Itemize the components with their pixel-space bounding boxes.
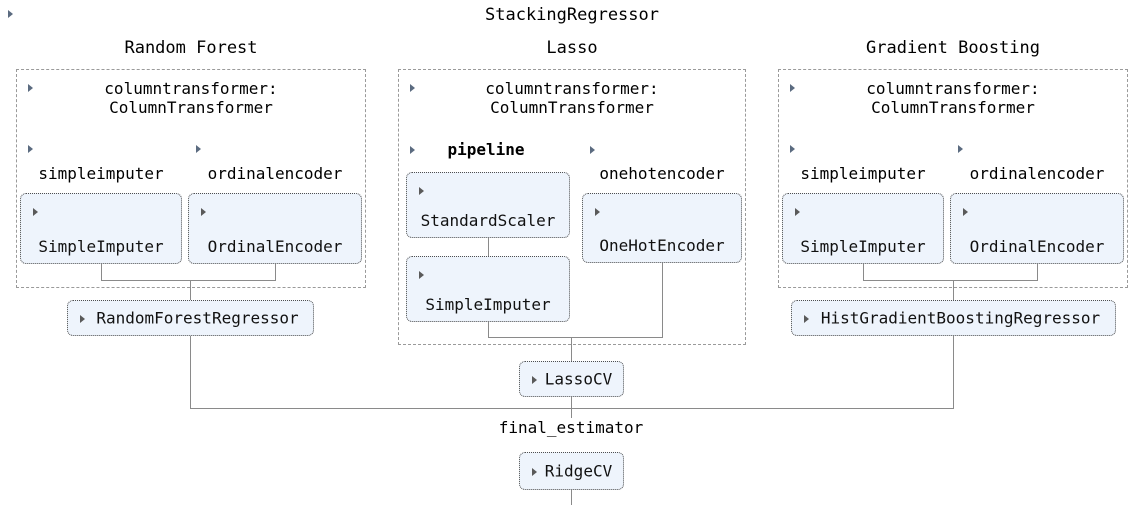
root-toggle-triangle-icon[interactable] xyxy=(8,10,13,18)
connector-lasso-merge-to-regressor xyxy=(571,337,572,361)
estimator-label-lasso-simpleimputer: SimpleImputer xyxy=(425,295,551,314)
estimator-toggle-triangle-icon-randomforestregressor[interactable] xyxy=(80,315,85,323)
estimator-box-rf-simpleimputer[interactable]: SimpleImputer xyxy=(20,193,182,264)
estimator-label-randomforestregressor: RandomForestRegressor xyxy=(96,308,299,328)
connector-histgb-to-final xyxy=(953,336,954,409)
step-label-gb-simpleimputer: simpleimputer xyxy=(800,164,926,183)
estimator-box-histgradientboostingregressor[interactable]: HistGradientBoostingRegressor xyxy=(791,300,1116,336)
step-toggle-triangle-icon-gb-simpleimputer[interactable] xyxy=(790,145,795,153)
columntransformer-label-lasso: columntransformer: ColumnTransformer xyxy=(485,79,659,117)
connector-gb-merge-horizontal xyxy=(863,280,1038,281)
estimator-label-ridgecv: RidgeCV xyxy=(544,461,613,481)
estimator-box-lasso-onehotencoder[interactable]: OneHotEncoder xyxy=(582,193,742,263)
column-title-gradient-boosting: Gradient Boosting xyxy=(866,38,1040,58)
connector-rf-ordinalencoder-down xyxy=(275,264,276,280)
estimator-label-histgradientboostingregressor: HistGradientBoostingRegressor xyxy=(820,308,1101,328)
connector-lasso-onehotencoder-down xyxy=(662,263,663,337)
root-title: StackingRegressor xyxy=(485,5,659,25)
step-toggle-triangle-icon-rf-ordinalencoder[interactable] xyxy=(196,145,201,153)
step-label-lasso-onehotencoder: onehotencoder xyxy=(599,164,725,183)
connector-lasso-merge-horizontal xyxy=(488,337,663,338)
column-title-random-forest: Random Forest xyxy=(124,38,258,58)
connector-rf-simpleimputer-down xyxy=(101,264,102,280)
step-label-rf-simpleimputer: simpleimputer xyxy=(38,164,164,183)
estimator-toggle-triangle-icon-rf-simpleimputer[interactable] xyxy=(33,208,38,216)
estimator-box-lasso-simpleimputer[interactable]: SimpleImputer xyxy=(406,256,570,322)
columntransformer-toggle-triangle-icon-gradient-boosting[interactable] xyxy=(790,84,795,92)
estimator-box-randomforestregressor[interactable]: RandomForestRegressor xyxy=(67,300,314,336)
connector-lasso-pipeline-down xyxy=(488,322,489,337)
connector-rf-merge-to-regressor xyxy=(190,280,191,300)
columntransformer-container-random-forest xyxy=(16,69,366,288)
column-title-lasso: Lasso xyxy=(546,38,598,58)
step-label-rf-ordinalencoder: ordinalencoder xyxy=(207,164,343,183)
estimator-box-gb-ordinalencoder[interactable]: OrdinalEncoder xyxy=(950,193,1124,264)
columntransformer-label-random-forest: columntransformer: ColumnTransformer xyxy=(104,79,278,117)
step-toggle-triangle-icon-gb-ordinalencoder[interactable] xyxy=(958,145,963,153)
columntransformer-container-lasso xyxy=(398,69,746,345)
estimator-toggle-triangle-icon-lasso-standardscaler[interactable] xyxy=(419,187,424,195)
estimator-box-rf-ordinalencoder[interactable]: OrdinalEncoder xyxy=(188,193,362,264)
connector-randomforest-to-final xyxy=(190,336,191,409)
step-label-gb-ordinalencoder: ordinalencoder xyxy=(969,164,1105,183)
estimator-toggle-triangle-icon-lasso-simpleimputer[interactable] xyxy=(419,271,424,279)
estimator-toggle-triangle-icon-gb-simpleimputer[interactable] xyxy=(795,208,800,216)
estimator-toggle-triangle-icon-histgradientboostingregressor[interactable] xyxy=(804,315,809,323)
estimator-label-lassocv: LassoCV xyxy=(544,369,613,389)
estimator-toggle-triangle-icon-rf-ordinalencoder[interactable] xyxy=(201,208,206,216)
columntransformer-toggle-triangle-icon-random-forest[interactable] xyxy=(28,84,33,92)
estimator-label-lasso-onehotencoder: OneHotEncoder xyxy=(599,236,725,255)
estimator-toggle-triangle-icon-gb-ordinalencoder[interactable] xyxy=(963,208,968,216)
final-estimator-label: final_estimator xyxy=(498,418,644,437)
step-label-lasso-pipeline: pipeline xyxy=(447,140,525,159)
connector-stack-merge-horizontal xyxy=(190,408,954,409)
estimator-box-gb-simpleimputer[interactable]: SimpleImputer xyxy=(782,193,944,264)
estimator-toggle-triangle-icon-lassocv[interactable] xyxy=(532,376,537,384)
estimator-label-lasso-standardscaler: StandardScaler xyxy=(420,211,556,230)
step-toggle-triangle-icon-rf-simpleimputer[interactable] xyxy=(28,145,33,153)
connector-gb-ordinalencoder-down xyxy=(1037,264,1038,280)
connector-rf-merge-horizontal xyxy=(101,280,276,281)
connector-stack-to-final-estimator xyxy=(571,397,572,418)
estimator-label-gb-simpleimputer: SimpleImputer xyxy=(800,237,926,256)
connector-gb-merge-to-regressor xyxy=(953,280,954,300)
step-toggle-triangle-icon-lasso-onehotencoder[interactable] xyxy=(590,146,595,154)
columntransformer-toggle-triangle-icon-lasso[interactable] xyxy=(410,84,415,92)
estimator-toggle-triangle-icon-ridgecv[interactable] xyxy=(532,468,537,476)
estimator-box-lassocv[interactable]: LassoCV xyxy=(519,361,624,397)
columntransformer-label-gradient-boosting: columntransformer: ColumnTransformer xyxy=(866,79,1040,117)
connector-lasso-standardscaler-to-simpleimputer xyxy=(488,238,489,256)
estimator-label-rf-simpleimputer: SimpleImputer xyxy=(38,237,164,256)
estimator-label-rf-ordinalencoder: OrdinalEncoder xyxy=(207,237,343,256)
estimator-box-ridgecv[interactable]: RidgeCV xyxy=(519,452,624,490)
step-toggle-triangle-icon-lasso-pipeline[interactable] xyxy=(410,146,415,154)
connector-gb-simpleimputer-down xyxy=(863,264,864,280)
estimator-box-lasso-standardscaler[interactable]: StandardScaler xyxy=(406,172,570,238)
connector-ridgecv-output xyxy=(571,490,572,505)
estimator-label-gb-ordinalencoder: OrdinalEncoder xyxy=(969,237,1105,256)
estimator-toggle-triangle-icon-lasso-onehotencoder[interactable] xyxy=(595,208,600,216)
